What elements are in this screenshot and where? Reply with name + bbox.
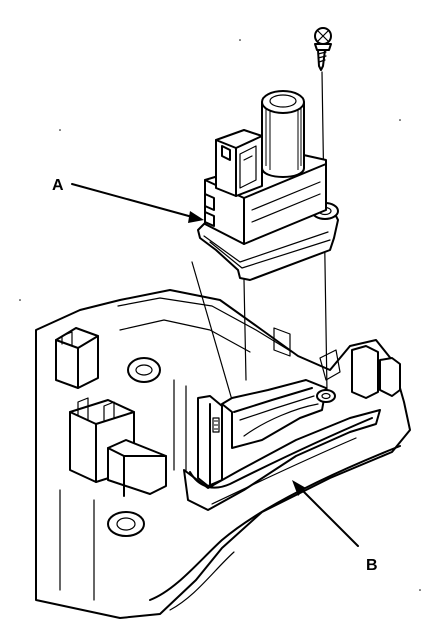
callout-a-label: A (52, 177, 64, 194)
component-a-connector (215, 129, 263, 197)
scan-speckles (19, 39, 421, 591)
callout-b-leader (299, 487, 359, 547)
projection-line-center (243, 279, 247, 381)
callout-b: B (292, 480, 378, 574)
screw (314, 27, 332, 71)
housing-right-peg (351, 345, 379, 399)
callout-a: A (52, 177, 204, 223)
mounting-pocket (221, 379, 327, 449)
console-housing (35, 289, 411, 619)
component-a (197, 90, 339, 281)
callout-b-label: B (366, 557, 378, 574)
screw-collar (314, 43, 332, 51)
screw-mounting-boss (316, 389, 336, 403)
callout-b-arrowhead (292, 480, 306, 496)
housing-round-boss-bottom (107, 511, 145, 537)
callout-a-leader (71, 183, 197, 219)
housing-round-boss-top (127, 357, 161, 383)
callout-a-arrowhead (188, 211, 204, 223)
